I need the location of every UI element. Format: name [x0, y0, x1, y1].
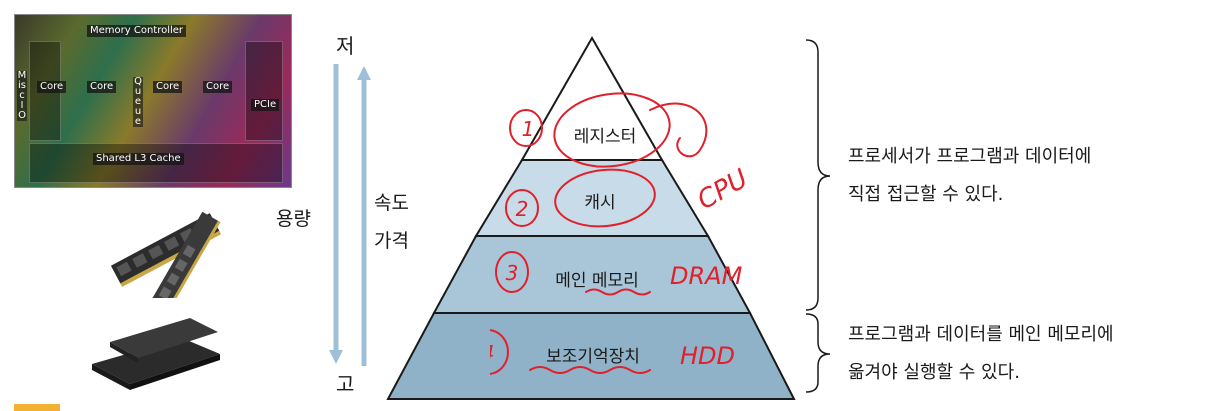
level-label-cache: 캐시: [584, 193, 616, 213]
description-bottom-line-2: 옮겨야 실행할 수 있다.: [848, 362, 1020, 383]
annotation-loop: [649, 102, 708, 158]
description-bottom: 프로그램과 데이터를 메인 메모리에 옮겨야 실행할 수 있다.: [848, 316, 1114, 392]
axis-top-label: 저: [336, 34, 355, 58]
shared-cache-label: Shared L3 Cache: [93, 153, 184, 165]
annotation-circle-3: [495, 251, 529, 293]
level-label-registers: 레지스터: [573, 127, 637, 147]
cpu-die-image: Memory Controller Core Core Queue Core C…: [14, 14, 292, 188]
misc-io-label: Misc IO: [17, 70, 27, 121]
annotation-number-3: 3: [506, 261, 519, 285]
brace-top: [805, 39, 831, 311]
brace-bottom: [805, 313, 831, 393]
axis-arrows: [329, 64, 371, 366]
annotation-underline-main-memory: [585, 288, 651, 296]
memory-hierarchy-pyramid: [386, 35, 796, 400]
description-top-line-1: 프로세서가 프로그램과 데이터에: [848, 146, 1092, 167]
pcie-label: PCIe: [251, 99, 280, 111]
core-label-1: Core: [37, 81, 67, 93]
core-label-2: Core: [87, 81, 117, 93]
pcie-block: [245, 41, 283, 141]
description-bottom-line-1: 프로그램과 데이터를 메인 메모리에: [848, 324, 1114, 345]
annotation-word-cpu: CPU: [693, 164, 754, 216]
queue-label: Queue: [133, 76, 143, 127]
description-top-line-2: 직접 접근할 수 있다.: [848, 184, 1004, 205]
annotation-word-hdd: HDD: [680, 342, 735, 370]
description-braces: [805, 39, 831, 393]
annotation-circle-4: [490, 329, 509, 375]
annotation-circle-cache: [554, 168, 656, 228]
ram-modules-image: [110, 211, 222, 298]
capacity-arrow-head: [329, 350, 343, 364]
handwritten-annotations: 1 2 3 4 CPU DRAM HDD: [490, 92, 754, 375]
ssd-drives-image: [92, 318, 220, 390]
annotation-circle-1: [509, 109, 543, 147]
level-label-secondary-storage: 보조기억장치: [546, 347, 640, 367]
description-top: 프로세서가 프로그램과 데이터에 직접 접근할 수 있다.: [848, 138, 1091, 214]
speed-label: 속도: [374, 192, 409, 214]
annotation-number-2: 2: [516, 197, 529, 221]
annotation-circle-registers: [553, 92, 671, 168]
core-label-3: Core: [153, 81, 183, 93]
memory-controller-label: Memory Controller: [87, 25, 187, 37]
pyramid-level-secondary-storage: [386, 312, 796, 400]
annotation-underline-secondary-storage: [529, 366, 651, 374]
core-label-4: Core: [203, 81, 233, 93]
decorative-accent-bar: [14, 404, 60, 411]
price-label: 가격: [374, 230, 409, 252]
level-label-main-memory: 메인 메모리: [555, 271, 639, 291]
speed-arrow-head: [357, 66, 371, 80]
axis-bottom-label: 고: [336, 372, 355, 396]
annotation-circle-2: [505, 189, 539, 227]
annotation-number-1: 1: [522, 117, 535, 141]
capacity-label: 용량: [276, 208, 311, 230]
annotation-number-4: 4: [490, 341, 494, 365]
annotation-word-dram: DRAM: [670, 262, 743, 290]
